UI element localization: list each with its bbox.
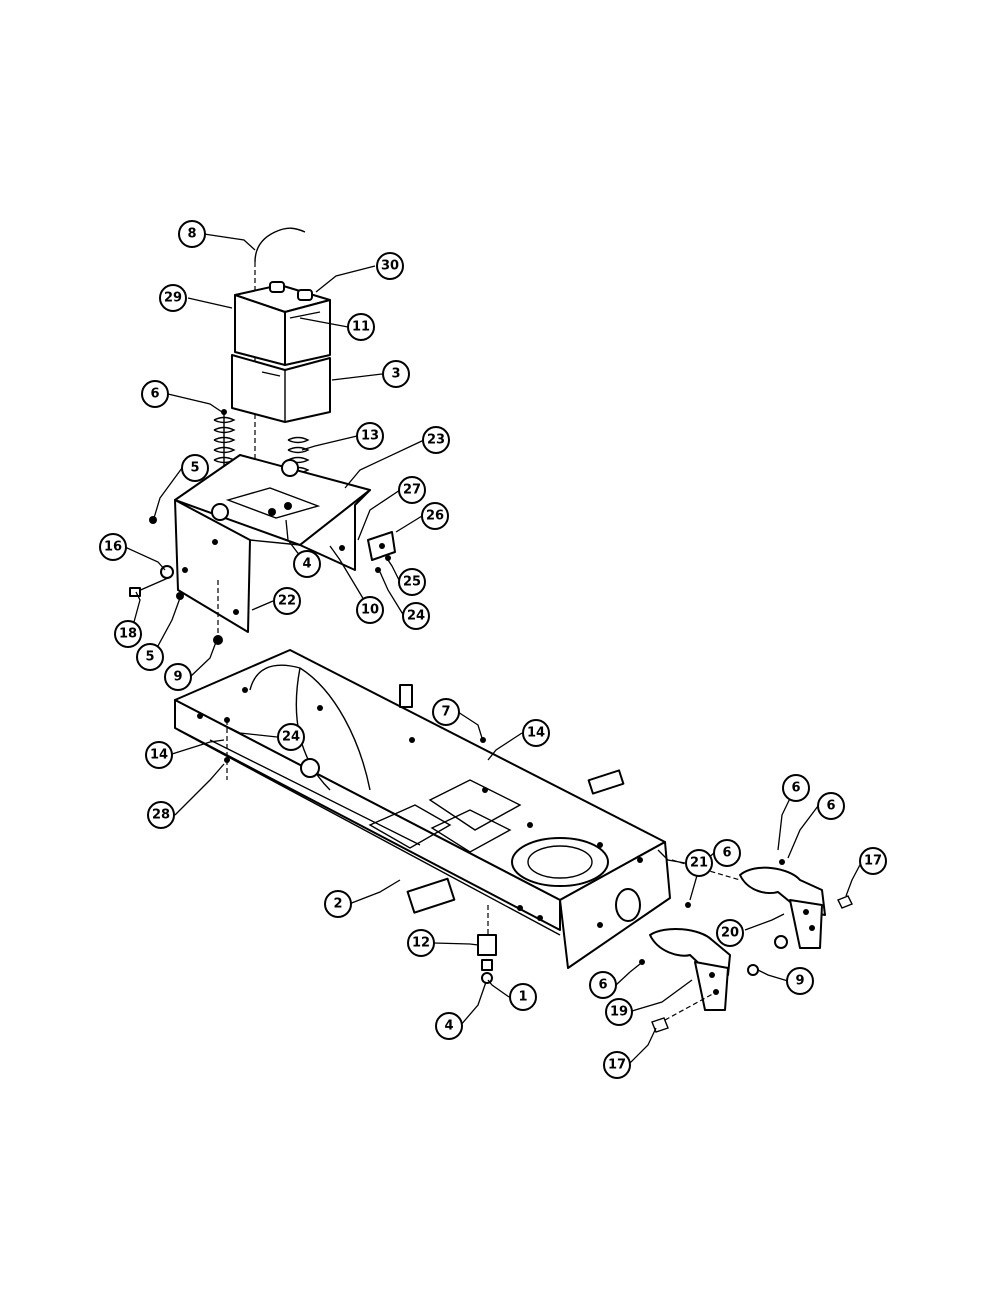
callout-17-top[interactable]: 17 xyxy=(859,847,887,875)
callout-30[interactable]: 30 xyxy=(376,252,404,280)
callout-6-rear-left[interactable]: 6 xyxy=(782,774,810,802)
callout-5-top[interactable]: 5 xyxy=(181,454,209,482)
callout-12[interactable]: 12 xyxy=(407,929,435,957)
svg-text:19: 19 xyxy=(610,1005,628,1020)
callout-27[interactable]: 27 xyxy=(398,476,426,504)
callout-14-right[interactable]: 14 xyxy=(522,719,550,747)
callout-3[interactable]: 3 xyxy=(382,360,410,388)
svg-text:11: 11 xyxy=(352,320,370,335)
svg-text:18: 18 xyxy=(119,627,137,642)
callout-28[interactable]: 28 xyxy=(147,801,175,829)
svg-text:7: 7 xyxy=(441,705,450,720)
callout-18[interactable]: 18 xyxy=(114,620,142,648)
svg-text:10: 10 xyxy=(361,603,379,618)
callout-24-top[interactable]: 24 xyxy=(402,602,430,630)
svg-text:6: 6 xyxy=(722,846,731,861)
svg-text:27: 27 xyxy=(403,483,421,498)
svg-text:2: 2 xyxy=(333,897,342,912)
svg-text:22: 22 xyxy=(278,594,296,609)
svg-text:3: 3 xyxy=(391,367,400,382)
svg-text:24: 24 xyxy=(407,609,425,624)
callout-9-left[interactable]: 9 xyxy=(164,663,192,691)
svg-text:24: 24 xyxy=(282,730,300,745)
callout-16[interactable]: 16 xyxy=(99,533,127,561)
bracket-20 xyxy=(671,859,853,949)
callout-6-top[interactable]: 6 xyxy=(141,380,169,408)
callout-17-bottom[interactable]: 17 xyxy=(603,1051,631,1079)
svg-text:14: 14 xyxy=(150,748,168,763)
svg-text:29: 29 xyxy=(164,291,182,306)
svg-text:26: 26 xyxy=(426,509,444,524)
svg-text:5: 5 xyxy=(190,461,199,476)
callout-21[interactable]: 21 xyxy=(685,849,713,877)
battery-tray xyxy=(231,354,331,423)
svg-text:17: 17 xyxy=(608,1058,626,1073)
battery xyxy=(234,281,331,366)
callouts: 8 30 29 11 3 6 13 23 5 27 26 16 4 25 10 … xyxy=(99,220,887,1079)
callout-1[interactable]: 1 xyxy=(509,983,537,1011)
callout-24-frame[interactable]: 24 xyxy=(277,723,305,751)
svg-text:25: 25 xyxy=(403,575,421,590)
callout-20[interactable]: 20 xyxy=(716,919,744,947)
svg-text:28: 28 xyxy=(152,808,170,823)
svg-text:13: 13 xyxy=(361,429,379,444)
svg-text:6: 6 xyxy=(791,781,800,796)
callout-10[interactable]: 10 xyxy=(356,596,384,624)
frame xyxy=(174,649,671,969)
svg-text:8: 8 xyxy=(187,227,196,242)
svg-text:16: 16 xyxy=(104,540,122,555)
callout-11[interactable]: 11 xyxy=(347,313,375,341)
leader-lines xyxy=(124,233,863,1066)
svg-text:6: 6 xyxy=(826,799,835,814)
callout-14-left[interactable]: 14 xyxy=(145,741,173,769)
svg-text:9: 9 xyxy=(173,670,182,685)
svg-text:12: 12 xyxy=(412,936,430,951)
svg-text:5: 5 xyxy=(145,650,154,665)
frame-hardware xyxy=(224,717,497,984)
bracket-26 xyxy=(367,531,396,573)
svg-text:21: 21 xyxy=(690,856,708,871)
callout-4-bottom[interactable]: 4 xyxy=(435,1012,463,1040)
callout-23[interactable]: 23 xyxy=(422,426,450,454)
svg-text:6: 6 xyxy=(150,387,159,402)
svg-text:30: 30 xyxy=(381,259,399,274)
svg-text:1: 1 xyxy=(518,990,527,1005)
callout-25[interactable]: 25 xyxy=(398,568,426,596)
callout-6-mid[interactable]: 6 xyxy=(713,839,741,867)
bracket-19 xyxy=(639,902,759,1033)
callout-5-bottom[interactable]: 5 xyxy=(136,643,164,671)
callout-7[interactable]: 7 xyxy=(432,698,460,726)
svg-text:6: 6 xyxy=(598,978,607,993)
svg-text:23: 23 xyxy=(427,433,445,448)
callout-22[interactable]: 22 xyxy=(273,587,301,615)
callout-6-rear-right[interactable]: 6 xyxy=(817,792,845,820)
battery-support-bracket xyxy=(174,454,371,633)
callout-26[interactable]: 26 xyxy=(421,502,449,530)
svg-text:4: 4 xyxy=(444,1019,453,1034)
svg-text:20: 20 xyxy=(721,926,739,941)
svg-text:9: 9 xyxy=(795,974,804,989)
callout-2[interactable]: 2 xyxy=(324,890,352,918)
callout-8[interactable]: 8 xyxy=(178,220,206,248)
callout-6-bottom[interactable]: 6 xyxy=(589,971,617,999)
callout-29[interactable]: 29 xyxy=(159,284,187,312)
svg-text:17: 17 xyxy=(864,854,882,869)
callout-13[interactable]: 13 xyxy=(356,422,384,450)
callout-4-top[interactable]: 4 xyxy=(293,550,321,578)
svg-text:4: 4 xyxy=(302,557,311,572)
svg-text:14: 14 xyxy=(527,726,545,741)
callout-19[interactable]: 19 xyxy=(605,998,633,1026)
callout-9-right[interactable]: 9 xyxy=(786,967,814,995)
